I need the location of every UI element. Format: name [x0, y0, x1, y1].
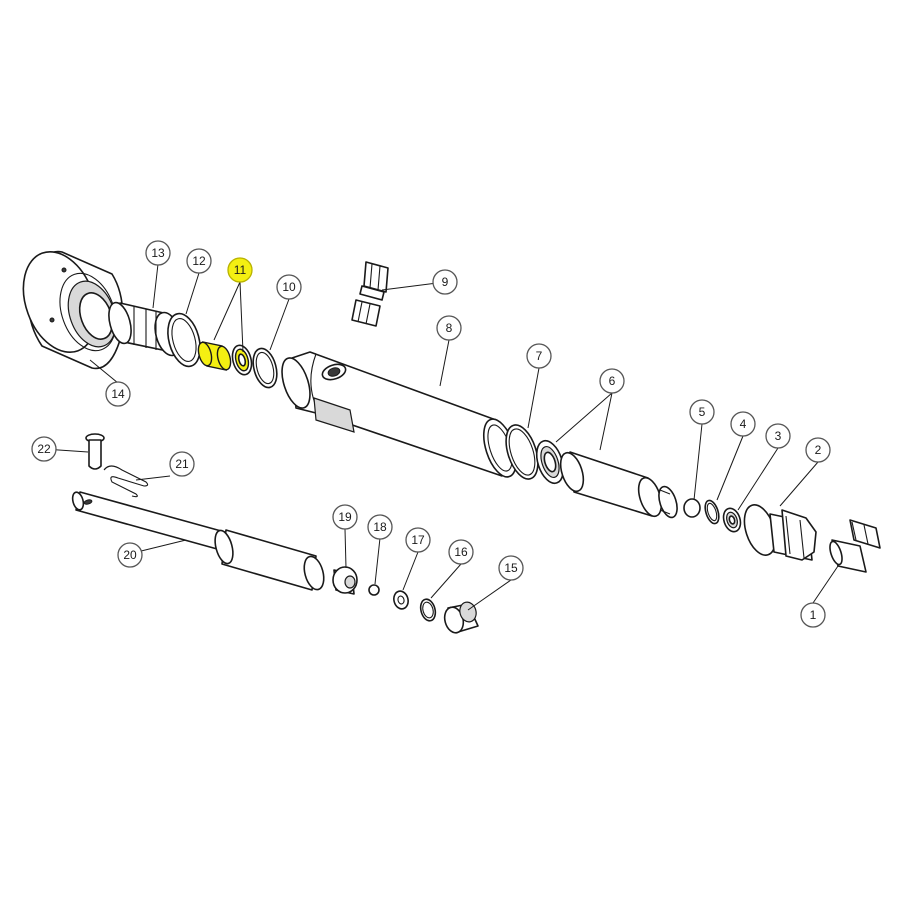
callout-label: 21: [175, 457, 189, 471]
callout-2[interactable]: 2: [805, 437, 831, 463]
callout-label: 20: [123, 548, 137, 562]
part-9-fitting[interactable]: [351, 261, 389, 327]
callout-3[interactable]: 3: [765, 423, 791, 449]
callout-label: 13: [151, 246, 165, 260]
part-22-clevis-pin[interactable]: [85, 433, 105, 470]
part-3-washer[interactable]: [721, 506, 744, 534]
callout-13[interactable]: 13: [145, 240, 171, 266]
callout-5[interactable]: 5: [689, 399, 715, 425]
part-10-o-ring[interactable]: [249, 346, 281, 390]
callout-label: 9: [442, 275, 449, 289]
callout-label: 5: [699, 405, 706, 419]
part-2-end-cap[interactable]: [739, 501, 817, 561]
callout-1[interactable]: 1: [800, 602, 826, 628]
callout-15[interactable]: 15: [498, 555, 524, 581]
callout-label: 17: [411, 533, 425, 547]
callout-6[interactable]: 6: [599, 368, 625, 394]
callout-12[interactable]: 12: [186, 248, 212, 274]
leader-lines: [43, 263, 839, 611]
callout-21[interactable]: 21: [169, 451, 195, 477]
callout-label: 3: [775, 429, 782, 443]
part-8-cylinder-barrel[interactable]: [277, 351, 523, 481]
callout-label: 10: [282, 280, 296, 294]
callout-label: 1: [810, 608, 817, 622]
callout-label: 19: [338, 510, 352, 524]
callout-7[interactable]: 7: [526, 343, 552, 369]
part-1-elbow-fitting[interactable]: [828, 519, 881, 573]
callout-label: 16: [454, 545, 468, 559]
callout-14[interactable]: 14: [105, 381, 131, 407]
part-19-bushing[interactable]: [332, 566, 358, 595]
callout-11[interactable]: 11: [227, 257, 253, 283]
callout-label: 18: [373, 520, 387, 534]
part-11-seal-set[interactable]: [196, 341, 254, 377]
callout-label: 7: [536, 349, 543, 363]
part-6-piston-assembly[interactable]: [532, 437, 681, 519]
callout-18[interactable]: 18: [367, 514, 393, 540]
part-20-piston-rod[interactable]: [71, 491, 327, 592]
part-12-o-ring[interactable]: [163, 310, 206, 370]
part-17-washer[interactable]: [392, 589, 410, 610]
part-21-hairpin-clip[interactable]: [103, 465, 149, 498]
part-4-o-ring[interactable]: [703, 499, 722, 526]
callout-label: 2: [815, 443, 822, 457]
part-18-ball[interactable]: [368, 584, 380, 596]
callout-22[interactable]: 22: [31, 436, 57, 462]
part-5-spacer[interactable]: [683, 498, 701, 518]
callout-label: 22: [37, 442, 51, 456]
callout-label: 11: [234, 263, 247, 277]
callout-label: 15: [504, 561, 518, 575]
callout-label: 12: [192, 254, 206, 268]
callout-17[interactable]: 17: [405, 527, 431, 553]
part-14-gland-housing[interactable]: [10, 242, 126, 370]
part-16-o-ring[interactable]: [418, 598, 437, 623]
callout-9[interactable]: 9: [432, 269, 458, 295]
callout-label: 6: [609, 374, 616, 388]
callout-4[interactable]: 4: [730, 411, 756, 437]
callout-label: 14: [111, 387, 125, 401]
callout-10[interactable]: 10: [276, 274, 302, 300]
callout-label: 4: [740, 417, 747, 431]
callout-label: 8: [446, 321, 453, 335]
callout-20[interactable]: 20: [117, 542, 143, 568]
callout-8[interactable]: 8: [436, 315, 462, 341]
callout-16[interactable]: 16: [448, 539, 474, 565]
callout-19[interactable]: 19: [332, 504, 358, 530]
part-15-cap-bushing[interactable]: [442, 600, 479, 635]
part-7-o-ring[interactable]: [500, 421, 544, 483]
